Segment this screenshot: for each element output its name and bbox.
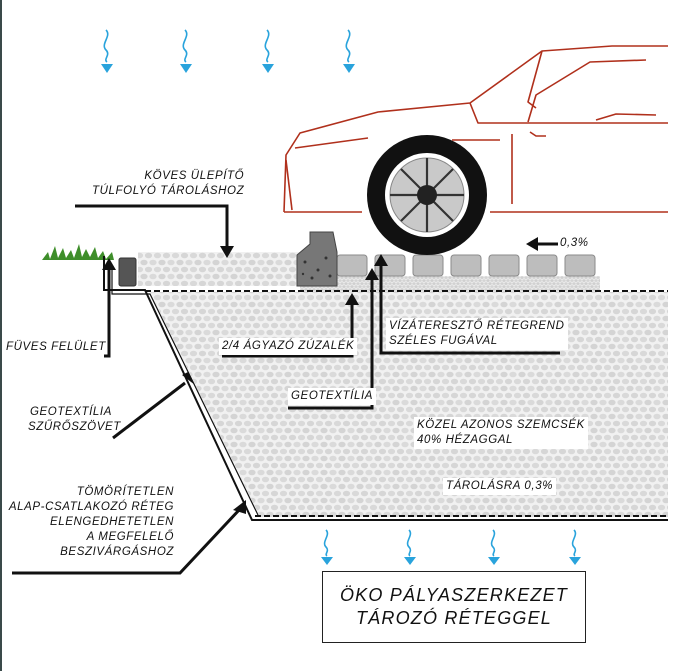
label-line: BESZIVÁRGÁSHOZ [60,546,174,558]
label-line: TÖMÖRÍTETLEN [76,486,174,498]
label-line: ALAP-CSATLAKOZÓ RÉTEG [8,501,174,513]
leader-tomoritetlen [12,507,242,575]
label-line: TÚLFOLYÓ TÁROLÁSHOZ [92,185,245,197]
diagram-title-line: ÖKO PÁLYASZERKEZET [339,585,568,605]
label-geotextilia-szuroszovet: GEOTEXTÍLIA SZŰRŐSZÖVET [28,405,121,435]
label-vizatereszto: VÍZÁTERESZTŐ RÉTEGREND SZÉLES FUGÁVAL [386,318,568,350]
label-slope-top: 0,3% [560,237,589,249]
paver-stone [488,254,520,277]
label-kozel-azonos: KÖZEL AZONOS SZEMCSÉK 40% HÉZAGGAL [414,417,588,449]
leader-agyazo-zuzalek [222,301,354,358]
paver-stone [526,254,558,277]
label-line: VÍZÁTERESZTŐ RÉTEGREND [389,320,565,332]
infiltration-drops [321,529,581,565]
infiltration-drop-icon [404,529,416,565]
rain-drop-icon [343,29,355,73]
surface-stone-settler [138,252,306,286]
leader-geotextilia-szuroszovet [112,381,186,440]
label-line: GEOTEXTÍLIA [29,406,112,418]
label-line: SZÉLES FUGÁVAL [389,335,498,347]
infiltration-drop-icon [488,529,500,565]
rain-drop-icon [101,29,113,73]
rain-drop-icon [180,29,192,73]
label-tomoritetlen: TÖMÖRÍTETLEN ALAP-CSATLAKOZÓ RÉTEG ELENG… [8,485,174,560]
label-line: SZŰRŐSZÖVET [28,421,121,433]
diagram-title-box: ÖKO PÁLYASZERKEZET TÁROZÓ RÉTEGGEL [322,571,586,643]
geotextile-inner-line [111,270,259,516]
leader-vizatereszto [379,262,560,355]
leader-koves-ulepito [75,204,229,250]
label-line: A MEGFELELŐ [86,531,174,543]
label-line: ELENGEDHETETLEN [49,516,174,528]
label-geotextilia: GEOTEXTÍLIA [288,388,377,405]
paver-stone [336,254,368,277]
grass-icon [42,244,114,260]
bedding-chips-layer [300,276,600,292]
paver-stone [564,254,596,277]
label-agyazo-zuzalek: 2/4 ÁGYAZÓ ZÚZALÉK [219,338,358,355]
wheel-icon [367,135,487,255]
rain-drop-icon [262,29,274,73]
leader-fuves-felulet [104,266,111,358]
paver-row [336,254,596,277]
rain-drops [101,29,355,73]
label-fuves-felulet: FÜVES FELÜLET [6,341,106,353]
paver-stone [412,254,444,277]
label-tarolasra: TÁROLÁSRA 0,3% [443,478,557,495]
diagram-title-line: TÁROZÓ RÉTEGGEL [355,608,553,628]
edge-curb [118,257,137,287]
label-line: 40% HÉZAGGAL [417,434,514,446]
curb-stone [296,231,338,287]
infiltration-drop-icon [321,529,333,565]
label-koves-ulepito: KÖVES ÜLEPÍTŐ TÚLFOLYÓ TÁROLÁSHOZ [92,169,244,199]
label-line: KÖZEL AZONOS SZEMCSÉK [417,419,585,431]
arrow-heads [102,237,538,514]
leader-geotextilia [288,276,374,410]
infiltration-drop-icon [569,529,581,565]
car-icon [283,45,668,213]
label-line: KÖVES ÜLEPÍTŐ [144,170,245,182]
leader-lines [12,204,560,575]
paver-stone [450,254,482,277]
